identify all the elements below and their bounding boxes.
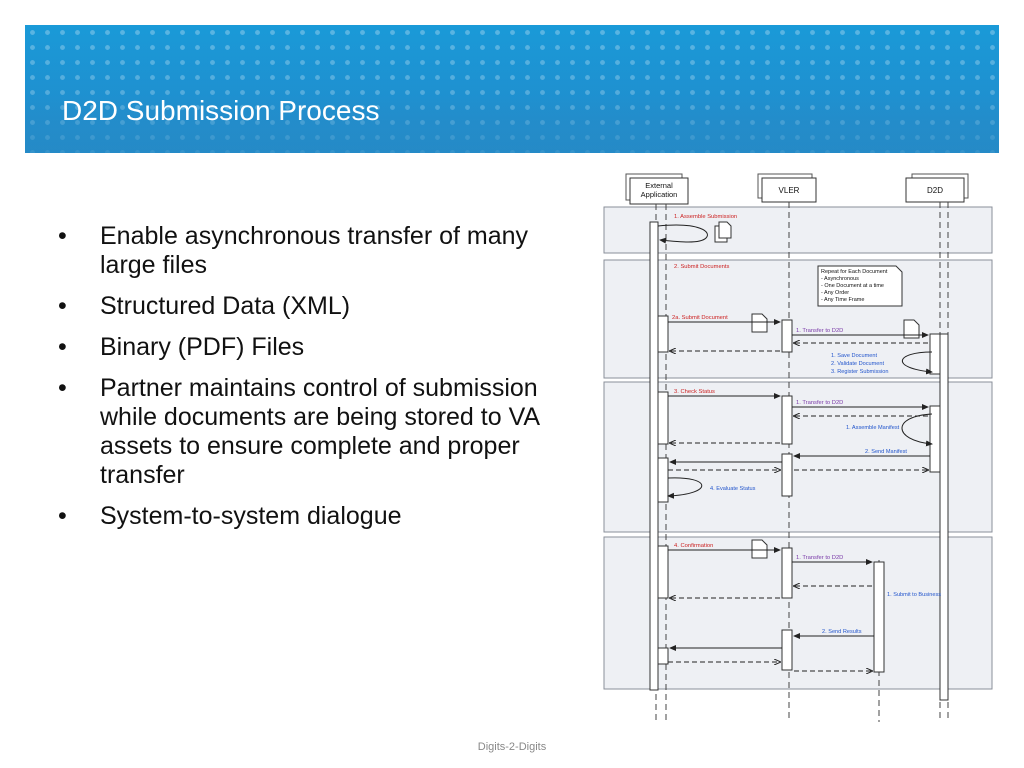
participant-external-box <box>629 177 689 205</box>
bullet-dot: • <box>58 292 67 320</box>
bullet-text: Enable asynchronous transfer of many lar… <box>100 222 529 279</box>
participant-vler-box <box>761 177 817 203</box>
bullet-list: • Enable asynchronous transfer of many la… <box>58 222 578 543</box>
activation-bar <box>657 391 669 445</box>
bullet-dot: • <box>58 502 67 530</box>
document-icon <box>751 539 768 559</box>
activation-bar <box>657 315 669 353</box>
self-call-arrow <box>657 224 708 244</box>
label-send-results: 2. Send Results <box>822 629 862 635</box>
bullet-item: • Binary (PDF) Files <box>58 333 578 362</box>
fragment-frame-2 <box>603 259 993 379</box>
activation-bar <box>781 629 793 671</box>
bullet-item: • Structured Data (XML) <box>58 292 578 321</box>
self-call-arrow <box>667 477 703 499</box>
bullet-text: Binary (PDF) Files <box>100 333 305 361</box>
bullet-item: • System-to-system dialogue <box>58 502 578 531</box>
self-call-arrow <box>901 413 933 447</box>
bullet-dot: • <box>58 374 67 402</box>
activation-bar <box>781 319 793 353</box>
activation-bar <box>781 547 793 599</box>
label-save-step: 3. Register Submission <box>831 369 889 375</box>
bullet-text: Partner maintains control of submission … <box>100 374 539 489</box>
activation-bar <box>657 647 669 665</box>
label-submit-to-business: 1. Submit to Business <box>887 592 941 598</box>
label-save-step: 2. Validate Document <box>831 361 885 367</box>
participant-d2d-box <box>905 177 965 203</box>
activation-bar <box>929 405 941 473</box>
activation-bar <box>781 453 793 497</box>
participant-d2d-label: D2D <box>927 186 943 195</box>
slide-title: D2D Submission Process <box>62 95 380 126</box>
activation-bar <box>657 457 669 503</box>
participant-external-label-2: Application <box>641 190 678 199</box>
label-transfer-to-d2d: 1. Transfer to D2D <box>796 555 843 561</box>
participant-vler-label: VLER <box>779 186 800 195</box>
document-icon <box>751 313 768 333</box>
label-transfer-to-d2d: 1. Transfer to D2D <box>796 328 843 334</box>
note-line: - Any Order <box>821 290 849 296</box>
slide-footer: Digits-2-Digits <box>477 741 547 753</box>
participant-external-label-1: External <box>645 181 673 190</box>
activation-bar <box>939 333 949 701</box>
bullet-text: Structured Data (XML) <box>100 292 351 320</box>
activation-bar <box>781 395 793 445</box>
label-send-manifest: 2. Send Manifest <box>865 449 907 455</box>
label-transfer-to-d2d: 1. Transfer to D2D <box>796 400 843 406</box>
note-line: Repeat for Each Document <box>821 269 888 275</box>
label-submit-documents: 2. Submit Documents <box>674 264 730 270</box>
banner-fade <box>25 25 999 153</box>
note-box <box>817 265 903 307</box>
self-call-arrow <box>901 351 933 375</box>
note-line: - One Document at a time <box>821 283 884 289</box>
activation-bar <box>649 221 659 691</box>
bullet-item: • Partner maintains control of submission… <box>58 374 578 490</box>
activation-bar <box>657 545 669 599</box>
sequence-diagram: External Application VLER D2D Repeat for… <box>603 173 993 722</box>
document-icon <box>718 221 732 239</box>
label-confirmation: 4. Confirmation <box>674 543 713 549</box>
bullet-dot: • <box>58 333 67 361</box>
bullet-text: System-to-system dialogue <box>100 502 402 530</box>
title-banner <box>25 25 999 153</box>
bullet-dot: • <box>58 222 67 250</box>
note-line: - Asynchronous <box>821 276 859 282</box>
label-evaluate-status: 4. Evaluate Status <box>710 486 756 492</box>
label-check-status: 3. Check Status <box>674 389 715 395</box>
fragment-frame-1 <box>603 206 993 254</box>
activation-bar <box>929 333 941 375</box>
activation-bar <box>873 561 885 673</box>
label-assemble-manifest: 1. Assemble Manifest <box>846 425 900 431</box>
label-submit-document-2a: 2a. Submit Document <box>672 315 728 321</box>
label-save-step: 1. Save Document <box>831 353 877 359</box>
bullet-item: • Enable asynchronous transfer of many la… <box>58 222 578 280</box>
label-assemble-submission: 1. Assemble Submission <box>674 214 737 220</box>
note-line: - Any Time Frame <box>821 297 864 303</box>
